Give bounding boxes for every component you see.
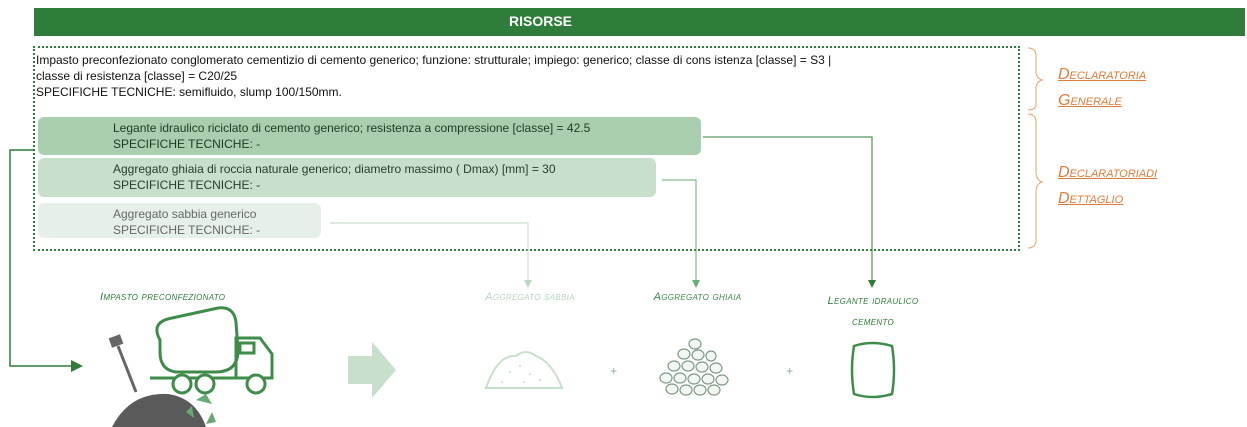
side-label-general: Declaratoria Generale bbox=[1058, 62, 1238, 114]
sand-pile-icon bbox=[484, 351, 564, 389]
cement-bag-icon bbox=[850, 341, 896, 399]
component-ghiaia-spec: SPECIFICHE TECNICHE: - bbox=[113, 178, 261, 192]
connector-impasto bbox=[9, 149, 83, 372]
general-line-1: Impasto preconfezionato conglomerato cem… bbox=[36, 53, 832, 67]
side-label-detail-line2: Dettaglio bbox=[1058, 190, 1124, 207]
connector-legante bbox=[703, 136, 876, 288]
header-title: RISORSE bbox=[509, 13, 573, 29]
resource-box bbox=[33, 46, 1020, 251]
side-label-general-line1: Declaratoria bbox=[1058, 66, 1147, 83]
recycle-icon bbox=[186, 394, 216, 424]
gravel-pile-icon bbox=[659, 338, 729, 396]
arrow-right-icon bbox=[348, 342, 396, 398]
brace-detail bbox=[1027, 113, 1044, 249]
component-legante-title: Legante idraulico riciclato di cemento g… bbox=[113, 121, 591, 135]
label-legante-line2: cemento bbox=[852, 316, 894, 328]
label-impasto: Impasto preconfezionato bbox=[100, 291, 226, 303]
general-line-3: SPECIFICHE TECNICHE: semifluido, slump 1… bbox=[36, 85, 342, 99]
general-line-2: classe di resistenza [classe] = C20/25 bbox=[36, 69, 238, 83]
component-sabbia-title: Aggregato sabbia generico bbox=[113, 207, 257, 221]
component-ghiaia: Aggregato ghiaia di roccia naturale gene… bbox=[38, 158, 656, 197]
gravel-heap bbox=[112, 393, 206, 427]
connector-sabbia bbox=[330, 222, 532, 288]
side-label-detail: Declaratoriadi Dettaglio bbox=[1058, 160, 1238, 212]
plus-sign-1: + bbox=[610, 364, 618, 378]
side-label-detail-line1: Declaratoriadi bbox=[1058, 164, 1158, 181]
label-legante: Legante idraulico cemento bbox=[798, 291, 948, 333]
component-legante-spec: SPECIFICHE TECNICHE: - bbox=[113, 137, 261, 151]
brace-general bbox=[1027, 47, 1044, 111]
label-legante-line1: Legante idraulico bbox=[827, 295, 919, 307]
connector-ghiaia bbox=[662, 179, 700, 288]
component-legante: Legante idraulico riciclato di cemento g… bbox=[38, 117, 701, 155]
component-ghiaia-title: Aggregato ghiaia di roccia naturale gene… bbox=[113, 162, 556, 176]
general-declaration: Impasto preconfezionato conglomerato cem… bbox=[36, 52, 1016, 100]
component-sabbia: Aggregato sabbia generico SPECIFICHE TEC… bbox=[38, 203, 321, 238]
plus-sign-2: + bbox=[786, 364, 794, 378]
label-sabbia: Aggregato sabbia bbox=[485, 291, 575, 303]
concrete-mixer-truck-icon bbox=[150, 306, 274, 395]
shovel-icon bbox=[108, 334, 138, 393]
header-bar: RISORSE bbox=[34, 8, 1245, 36]
component-sabbia-spec: SPECIFICHE TECNICHE: - bbox=[113, 223, 261, 237]
side-label-general-line2: Generale bbox=[1058, 92, 1122, 109]
label-ghiaia: Aggregato ghiaia bbox=[653, 291, 742, 303]
